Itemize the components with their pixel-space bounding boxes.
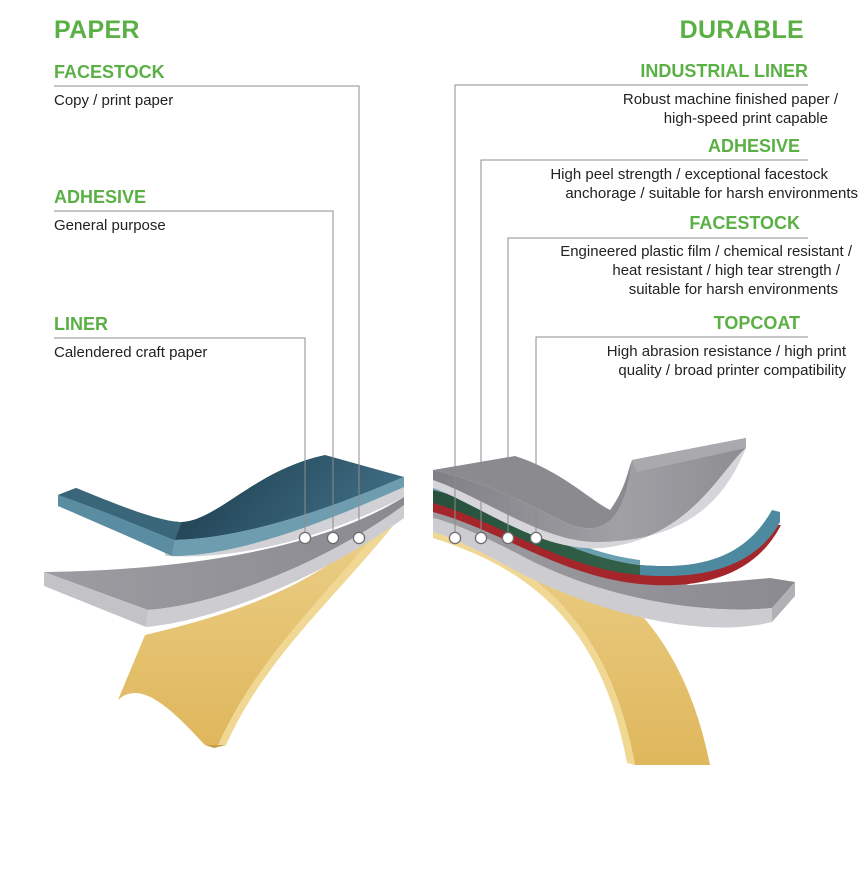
durable-facestock-label: FACESTOCK (689, 213, 800, 233)
paper-facestock-layer (58, 455, 404, 556)
paper-facestock-label: FACESTOCK (54, 62, 165, 82)
durable-facestock-film (433, 490, 780, 576)
durable-industrial-liner-curl (433, 438, 746, 549)
paper-liner-yellow (118, 505, 404, 748)
durable-title: DURABLE (679, 16, 804, 44)
paper-facestock-desc: Copy / print paper (54, 92, 174, 109)
durable-industrial-liner-desc-2: high-speed print capable (663, 110, 828, 127)
durable-topcoat-label: TOPCOAT (713, 313, 800, 333)
durable-topcoat-desc-2: quality / broad printer compatibility (618, 362, 846, 379)
durable-liner-yellow (433, 515, 710, 765)
durable-industrial-liner-label: INDUSTRIAL LINER (640, 61, 808, 81)
paper-adhesive-label: ADHESIVE (54, 187, 147, 207)
durable-adhesive-desc-1: High peel strength / exceptional facesto… (550, 166, 828, 183)
paper-liner-gray (44, 497, 404, 627)
paper-liner-desc: Calendered craft paper (54, 344, 208, 361)
paper-liner-label: LINER (54, 314, 108, 334)
layer-markers (298, 531, 543, 545)
durable-industrial-liner-desc-1: Robust machine finished paper / (622, 91, 838, 108)
durable-adhesive-label: ADHESIVE (707, 136, 800, 156)
paper-adhesive-desc: General purpose (54, 217, 166, 234)
durable-adhesive-desc-2: anchorage / suitable for harsh environme… (565, 185, 858, 202)
durable-facestock-desc-3: suitable for harsh environments (628, 281, 838, 298)
durable-topcoat-desc-1: High abrasion resistance / high print (606, 343, 846, 360)
durable-facestock-desc-2: heat resistant / high tear strength / (612, 262, 840, 279)
leader-lines (54, 84, 808, 538)
durable-facestock-desc-1: Engineered plastic film / chemical resis… (560, 243, 852, 260)
paper-title: PAPER (54, 16, 140, 44)
